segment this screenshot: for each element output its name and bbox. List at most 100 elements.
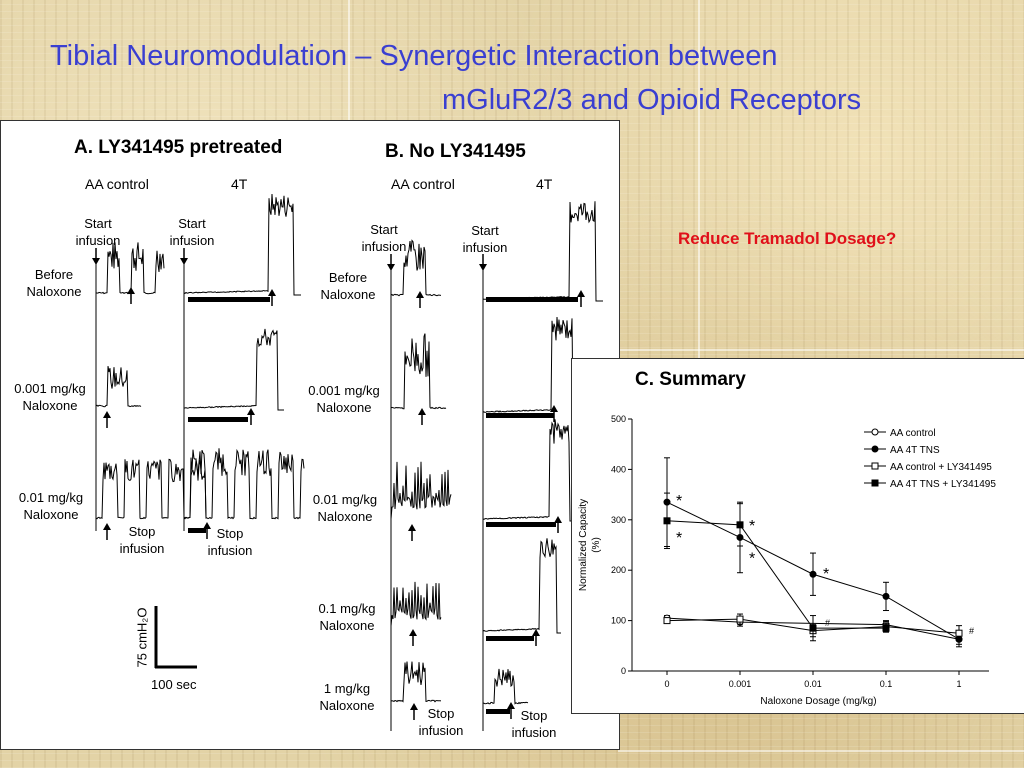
pressure-trace bbox=[482, 538, 561, 634]
y-tick-label: 400 bbox=[611, 464, 626, 474]
chart-title: C. Summary bbox=[635, 369, 746, 390]
arrow-up-icon bbox=[268, 289, 276, 296]
panel-b-title: B. No LY341495 bbox=[385, 141, 526, 162]
panel-a-col-4t: 4T bbox=[231, 176, 248, 192]
arrow-down-icon bbox=[180, 258, 188, 265]
significance-marker: * bbox=[823, 566, 829, 583]
panel-b-stop-control-label: Stop infusion bbox=[414, 705, 468, 739]
y-axis-label-line: Normalized Capacity bbox=[578, 499, 589, 591]
legend-entry: AA control bbox=[890, 428, 936, 439]
scale-bar-x-label: 100 sec bbox=[151, 677, 197, 692]
y-axis-label: Normalized Capacity(%) bbox=[578, 499, 602, 591]
stop-word: Stop bbox=[520, 708, 548, 723]
row-label-line: Naloxone bbox=[317, 509, 373, 524]
row-label-line: Naloxone bbox=[23, 507, 79, 522]
y-tick-label: 500 bbox=[611, 414, 626, 424]
legend-entry: AA 4T TNS bbox=[890, 445, 940, 456]
page-title-line-2: mGluR2/3 and Opioid Receptors bbox=[442, 84, 862, 116]
arrow-up-icon bbox=[418, 408, 426, 415]
x-axis-label: Naloxone Dosage (mg/kg) bbox=[760, 696, 876, 707]
data-point bbox=[736, 615, 744, 623]
series-line bbox=[666, 520, 886, 629]
bg-grid-line bbox=[348, 0, 350, 120]
pressure-trace bbox=[390, 239, 442, 297]
panel-b-row-001: 0.01 mg/kg Naloxone bbox=[301, 491, 389, 525]
infusion-bar bbox=[486, 413, 554, 418]
significance-marker: * bbox=[676, 530, 682, 547]
panel-b-row-01: 0.1 mg/kg Naloxone bbox=[305, 600, 389, 634]
pressure-trace bbox=[183, 193, 301, 296]
pressure-trace bbox=[482, 419, 575, 522]
bg-grid-line bbox=[698, 0, 700, 358]
infusion-word: infusion bbox=[119, 541, 165, 556]
stop-word: Stop bbox=[427, 706, 455, 721]
data-point bbox=[871, 479, 879, 487]
panel-b-row-before: Before Naloxone bbox=[307, 269, 389, 303]
panel-a-stop-control-label: Stop infusion bbox=[115, 523, 169, 557]
row-label-line: Naloxone bbox=[319, 618, 375, 633]
pressure-trace bbox=[95, 366, 142, 408]
infusion-bar bbox=[486, 297, 578, 302]
pressure-trace bbox=[96, 242, 165, 295]
panel-b-col-4t: 4T bbox=[536, 176, 553, 192]
y-tick-label: 100 bbox=[611, 616, 626, 626]
arrow-up-icon bbox=[103, 523, 111, 530]
x-tick-label: 0.1 bbox=[880, 679, 893, 689]
panel-b-stop-4t-label: Stop infusion bbox=[507, 707, 561, 741]
pressure-trace bbox=[183, 448, 305, 520]
legend-entry: AA control + LY341495 bbox=[890, 462, 992, 473]
row-label-line: 0.001 mg/kg bbox=[14, 381, 86, 396]
arrow-up-icon bbox=[247, 408, 255, 415]
pressure-trace bbox=[184, 328, 284, 411]
infusion-bar bbox=[188, 417, 248, 422]
row-label-line: 1 mg/kg bbox=[323, 681, 371, 696]
row-label-line: Before bbox=[34, 267, 74, 282]
infusion-word: infusion bbox=[511, 725, 557, 740]
panel-b-col-control: AA control bbox=[391, 176, 455, 192]
arrow-down-icon bbox=[479, 264, 487, 271]
data-point bbox=[871, 462, 879, 470]
infusion-bar bbox=[188, 528, 206, 533]
arrow-down-icon bbox=[92, 258, 100, 265]
arrow-up-icon bbox=[410, 703, 418, 710]
x-tick-label: 0.001 bbox=[729, 679, 752, 689]
panel-a-col-control: AA control bbox=[85, 176, 149, 192]
significance-marker: # bbox=[825, 618, 830, 628]
data-point bbox=[809, 624, 817, 632]
row-label-line: 0.1 mg/kg bbox=[318, 601, 376, 616]
significance-marker: * bbox=[676, 493, 682, 510]
row-label-line: 0.01 mg/kg bbox=[18, 490, 84, 505]
pressure-trace bbox=[95, 458, 207, 520]
arrow-up-icon bbox=[203, 522, 211, 529]
start-word: Start bbox=[370, 222, 398, 237]
arrow-up-icon bbox=[127, 287, 135, 294]
row-label-line: Before bbox=[328, 270, 368, 285]
infusion-word: infusion bbox=[462, 240, 508, 255]
panel-a-stop-4t-label: Stop infusion bbox=[203, 525, 257, 559]
page-title-line-1: Tibial Neuromodulation – Synergetic Inte… bbox=[50, 40, 778, 72]
panel-a-row-before: Before Naloxone bbox=[13, 266, 95, 300]
data-point bbox=[882, 624, 890, 632]
panel-a-row-0001: 0.001 mg/kg Naloxone bbox=[5, 380, 95, 414]
cystometrogram-traces bbox=[92, 193, 603, 731]
start-word: Start bbox=[84, 216, 112, 231]
row-label-line: 0.01 mg/kg bbox=[312, 492, 378, 507]
panel-a-row-001: 0.01 mg/kg Naloxone bbox=[7, 489, 95, 523]
panel-a-title: A. LY341495 pretreated bbox=[74, 137, 283, 158]
infusion-bar bbox=[486, 636, 534, 641]
infusion-word: infusion bbox=[207, 543, 253, 558]
series-aa-4t-tns-ly341495 bbox=[663, 492, 890, 642]
stop-word: Stop bbox=[128, 524, 156, 539]
y-tick-label: 200 bbox=[611, 565, 626, 575]
data-point bbox=[955, 629, 963, 637]
arrow-up-icon bbox=[103, 411, 111, 418]
row-label-line: Naloxone bbox=[316, 400, 372, 415]
legend-entry: AA 4T TNS + LY341495 bbox=[890, 479, 996, 490]
panel-b-row-0001: 0.001 mg/kg Naloxone bbox=[299, 382, 389, 416]
infusion-word: infusion bbox=[418, 723, 464, 738]
pressure-trace bbox=[482, 201, 603, 302]
panel-b-start-control-label: Start infusion bbox=[358, 221, 410, 255]
significance-marker: # bbox=[969, 626, 974, 636]
